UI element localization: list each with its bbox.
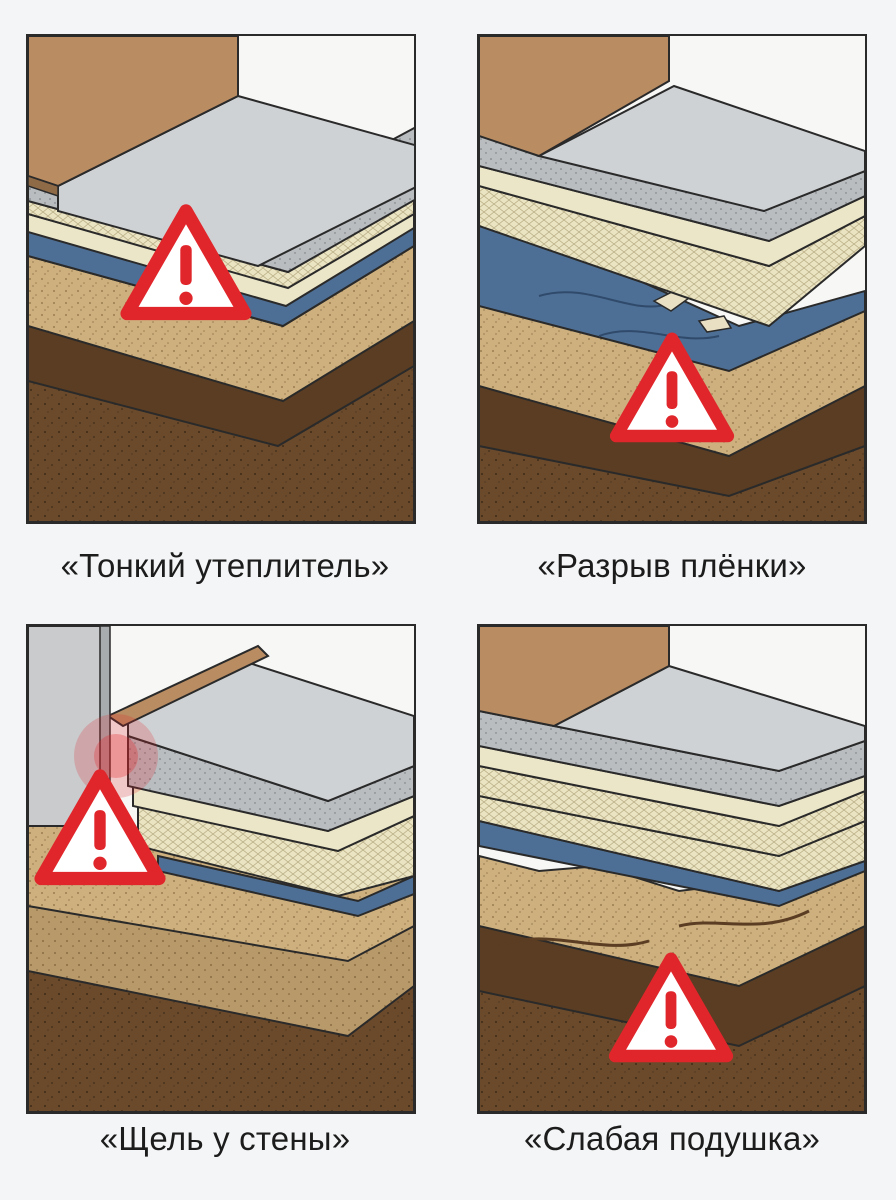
floor-section-weak-base bbox=[479, 626, 865, 1112]
caption-thin-insulation: «Тонкий утеплитель» bbox=[60, 547, 390, 584]
floor-section-thin-insulation bbox=[28, 36, 414, 522]
panel-wall-gap bbox=[26, 624, 416, 1114]
floor-section-film-tear bbox=[479, 36, 865, 522]
panel-thin-insulation bbox=[26, 34, 416, 524]
panel-film-tear bbox=[477, 34, 867, 524]
caption-weak-base: «Слабая подушка» bbox=[523, 1120, 821, 1157]
caption-wall-gap: «Щель у стены» bbox=[99, 1120, 351, 1157]
panel-weak-base bbox=[477, 624, 867, 1114]
floor-section-wall-gap bbox=[28, 626, 414, 1112]
caption-film-tear: «Разрыв плёнки» bbox=[537, 547, 807, 584]
